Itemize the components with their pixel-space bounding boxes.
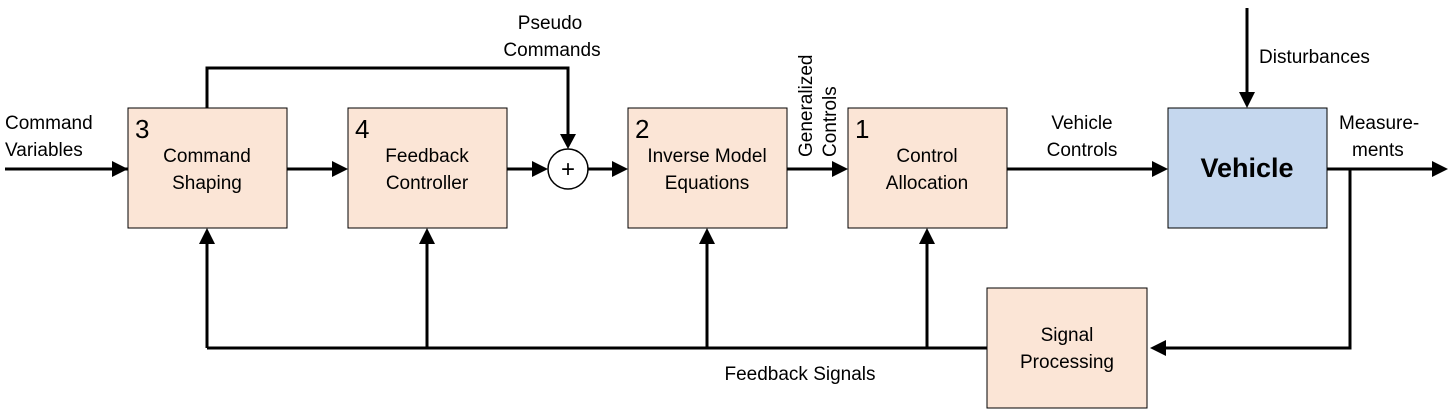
shaping-to-controller-arrowhead: [332, 161, 348, 177]
control-allocation-box: [847, 107, 1008, 229]
sum-to-inverse-arrowhead: [612, 161, 628, 177]
feedback-controller-box: [347, 107, 508, 229]
inverse-model-box: [627, 107, 788, 229]
feedback-signals-label: Feedback Signals: [724, 364, 875, 385]
inverse-model-block: 2 Inverse Model Equations: [627, 107, 788, 229]
control-allocation-block: 1 Control Allocation: [847, 107, 1008, 229]
command-shaping-label-line2: Shaping: [172, 173, 242, 194]
summing-junction-symbol: +: [561, 156, 575, 183]
signal-processing-block: Signal Processing: [986, 287, 1148, 409]
pseudo-commands-arrowhead: [560, 134, 576, 149]
generalized-controls-label-line1: Generalized: [796, 55, 817, 157]
generalized-controls-arrowhead: [832, 161, 848, 177]
control-allocation-label-line1: Control: [896, 146, 957, 167]
measurements-arrowhead: [1432, 161, 1448, 177]
command-variables-label-line2: Variables: [5, 140, 83, 161]
disturbances-arrowhead: [1239, 92, 1255, 108]
pseudo-commands-label-line2: Commands: [503, 40, 600, 61]
feedback-to-inverse-arrowhead: [699, 228, 715, 244]
vehicle-controls-arrowhead: [1152, 161, 1168, 177]
vehicle-label: Vehicle: [1200, 153, 1293, 183]
signal-processing-box: [986, 287, 1148, 409]
feedback-controller-block: 4 Feedback Controller: [347, 107, 508, 229]
inverse-model-label-line2: Equations: [665, 173, 750, 194]
command-variables-arrowhead: [112, 161, 128, 177]
pseudo-commands-label-line1: Pseudo: [518, 13, 582, 34]
feedback-to-shaping-arrowhead: [199, 228, 215, 244]
command-variables-label-line1: Command: [5, 113, 93, 134]
measurements-label-line2: ments: [1352, 140, 1404, 161]
command-shaping-box: [127, 107, 288, 229]
controller-to-sum-arrowhead: [532, 161, 548, 177]
measurements-label-line1: Measure-: [1339, 113, 1419, 134]
signal-processing-label-line1: Signal: [1041, 325, 1094, 346]
vehicle-block: Vehicle: [1167, 107, 1328, 229]
vehicle-controls-label-line2: Controls: [1047, 140, 1118, 161]
control-allocation-number: 1: [855, 114, 869, 144]
feedback-controller-label-line2: Controller: [386, 173, 469, 194]
feedback-to-allocation-arrowhead: [919, 228, 935, 244]
summing-junction-circle: [547, 148, 589, 190]
disturbances-label: Disturbances: [1259, 47, 1370, 68]
command-shaping-block: 3 Command Shaping: [127, 107, 288, 229]
feedback-controller-label-line1: Feedback: [385, 146, 469, 167]
command-shaping-label-line1: Command: [163, 146, 251, 167]
inverse-model-number: 2: [635, 114, 649, 144]
signal-processing-input-arrowhead: [1150, 340, 1166, 356]
command-shaping-number: 3: [135, 114, 149, 144]
measurements-feedback-line: [1166, 169, 1352, 350]
signal-processing-label-line2: Processing: [1020, 352, 1114, 373]
summing-junction: +: [547, 148, 589, 190]
feedback-to-controller-arrowhead: [419, 228, 435, 244]
generalized-controls-label-line2: Controls: [820, 86, 841, 157]
pseudo-commands-line: [205, 66, 570, 134]
control-allocation-label-line2: Allocation: [886, 173, 968, 194]
inverse-model-label-line1: Inverse Model: [647, 146, 766, 167]
vehicle-controls-label-line1: Vehicle: [1051, 113, 1112, 134]
feedback-controller-number: 4: [355, 114, 369, 144]
vehicle-box: [1167, 107, 1328, 229]
